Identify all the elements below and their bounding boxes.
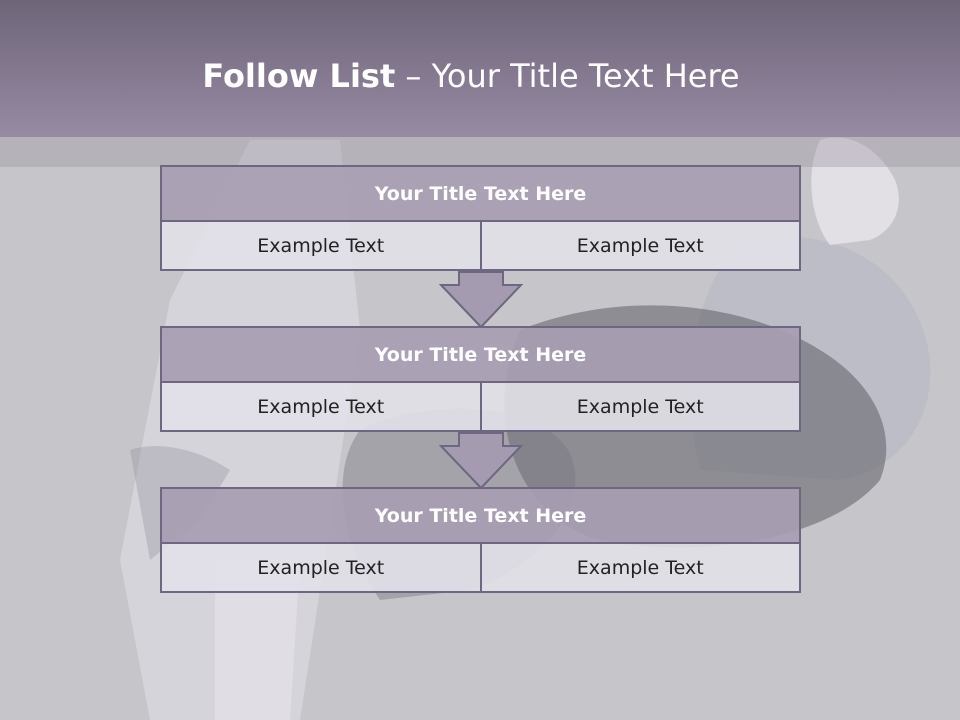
title-bar-shadow [0, 137, 960, 167]
block-cell-right: Example Text [479, 383, 799, 430]
page-title-rest: – Your Title Text Here [395, 57, 740, 95]
down-arrow-icon [439, 271, 523, 329]
block-row: Example Text Example Text [160, 544, 801, 593]
follow-block-2: Your Title Text Here Example Text Exampl… [160, 326, 801, 432]
title-bar [0, 0, 960, 137]
block-row: Example Text Example Text [160, 383, 801, 432]
down-arrow-icon [439, 432, 523, 490]
follow-block-1: Your Title Text Here Example Text Exampl… [160, 165, 801, 271]
block-title: Your Title Text Here [160, 326, 801, 383]
block-title: Your Title Text Here [160, 165, 801, 222]
follow-block-3: Your Title Text Here Example Text Exampl… [160, 487, 801, 593]
page-title-bold: Follow List [202, 57, 396, 95]
block-cell-right: Example Text [479, 222, 799, 269]
block-cell-left: Example Text [162, 222, 480, 269]
block-row: Example Text Example Text [160, 222, 801, 271]
block-cell-left: Example Text [162, 383, 480, 430]
block-title: Your Title Text Here [160, 487, 801, 544]
block-cell-left: Example Text [162, 544, 480, 591]
block-cell-right: Example Text [479, 544, 799, 591]
page-title: Follow List – Your Title Text Here [0, 55, 942, 97]
